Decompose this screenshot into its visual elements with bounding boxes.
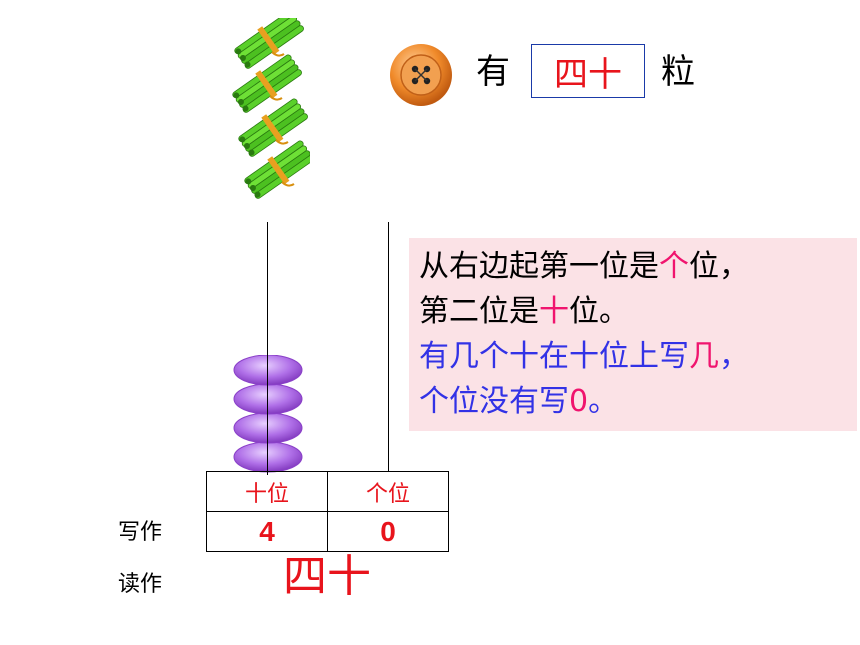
place-value-table: 十位 个位 4 0 bbox=[206, 471, 449, 552]
place-value-rule: 从右边起第一位是个位， 第二位是十位。 有几个十在十位上写几， 个位没有写0。 bbox=[409, 238, 857, 431]
tens-header: 十位 bbox=[206, 471, 328, 512]
ones-rod bbox=[388, 222, 389, 471]
ones-header: 个位 bbox=[327, 471, 449, 512]
tens-beads bbox=[233, 355, 303, 475]
tens-rod bbox=[267, 222, 268, 471]
read-value: 四十 bbox=[283, 551, 371, 602]
rule-line-1: 从右边起第一位是个位， bbox=[419, 249, 749, 284]
bundles-of-ten-sticks bbox=[228, 18, 310, 204]
bundle-1 bbox=[230, 18, 308, 74]
ones-digit: 0 bbox=[327, 511, 449, 552]
read-label: 读作 bbox=[118, 572, 163, 597]
write-label: 写作 bbox=[118, 520, 163, 545]
button-icon bbox=[390, 44, 452, 106]
rule-line-3: 有几个十在十位上写几， bbox=[419, 339, 749, 374]
answer-box: 四十 bbox=[531, 44, 645, 98]
has-text: 有 bbox=[476, 52, 510, 92]
unit-text: 粒 bbox=[661, 52, 695, 92]
rule-line-4: 个位没有写0。 bbox=[419, 384, 619, 419]
rule-line-2: 第二位是十位。 bbox=[419, 294, 629, 329]
tens-digit: 4 bbox=[206, 511, 328, 552]
